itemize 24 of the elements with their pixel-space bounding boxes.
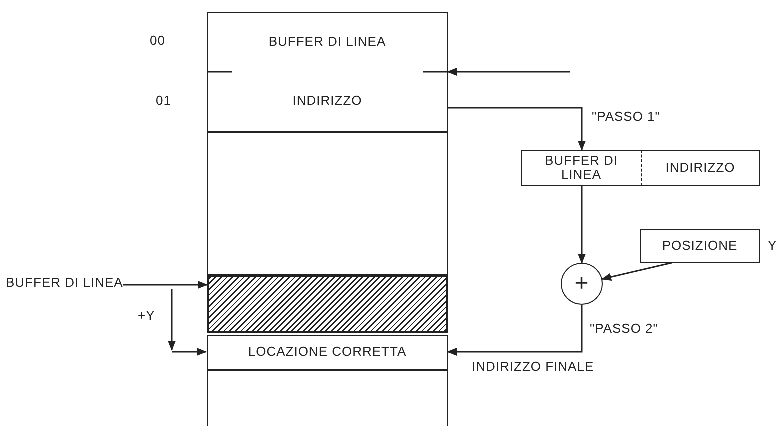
arrow bbox=[123, 281, 208, 289]
arrow bbox=[447, 68, 570, 76]
register-field: INDIRIZZO bbox=[642, 150, 760, 186]
memory-cell: INDIRIZZO bbox=[207, 72, 448, 132]
note-label: "PASSO 2" bbox=[590, 322, 658, 336]
arrow bbox=[447, 305, 583, 356]
arrow bbox=[448, 107, 586, 151]
memory-cell: BUFFER DI LINEA bbox=[207, 12, 448, 72]
memory-cell: LOCAZIONE CORRETTA bbox=[207, 335, 448, 370]
row-label: Y bbox=[768, 239, 778, 254]
register-field: BUFFER DI LINEA bbox=[521, 150, 642, 186]
row-label: 00 bbox=[150, 34, 166, 48]
edge-label: INDIRIZZO FINALE bbox=[470, 360, 596, 374]
input-box: POSIZIONE bbox=[640, 229, 760, 263]
hatched-memory-cell bbox=[207, 275, 448, 333]
memory-block bbox=[207, 132, 448, 275]
arrow bbox=[578, 186, 586, 264]
pointer-label: BUFFER DI LINEA bbox=[6, 276, 124, 290]
arrow bbox=[601, 262, 672, 282]
row-label: 01 bbox=[156, 94, 172, 108]
edge-label: "PASSO 1" bbox=[590, 110, 662, 124]
memory-block bbox=[207, 370, 448, 426]
note-label: +Y bbox=[138, 309, 156, 324]
adder-circle: + bbox=[561, 263, 603, 305]
